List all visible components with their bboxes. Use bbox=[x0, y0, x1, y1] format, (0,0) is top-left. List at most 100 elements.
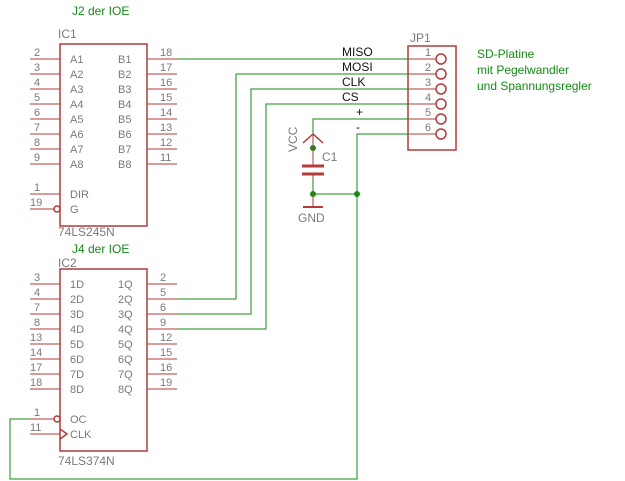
ic2-pin-4d: 84D bbox=[30, 317, 84, 336]
ic2-pin-4q: 9 4Q bbox=[118, 317, 177, 336]
jp1-body bbox=[407, 45, 457, 151]
pin-number: 5 bbox=[34, 92, 40, 104]
pin-name: A1 bbox=[70, 54, 83, 66]
pin-name: A2 bbox=[70, 69, 83, 81]
net-label-plus: + bbox=[356, 105, 363, 119]
pin-name: OC bbox=[70, 414, 87, 426]
pin-number: 13 bbox=[160, 122, 172, 134]
sd-label-2: mit Pegelwandler bbox=[477, 63, 569, 77]
wire-clk bbox=[177, 88, 410, 315]
pin-number: 17 bbox=[30, 362, 42, 374]
pin-number: 11 bbox=[30, 422, 41, 434]
wires bbox=[9, 58, 410, 480]
pin-number: 3 bbox=[34, 272, 40, 284]
pin-name: B8 bbox=[118, 159, 131, 171]
pin-name: B1 bbox=[118, 54, 131, 66]
j2-label: J2 der IOE bbox=[72, 4, 129, 18]
ic1-pin-a8: 9A8 bbox=[30, 152, 83, 171]
pin-name: 6D bbox=[70, 354, 84, 366]
pin-number: 19 bbox=[30, 197, 42, 209]
pin-name: 4Q bbox=[118, 324, 133, 336]
pin-name: B3 bbox=[118, 84, 131, 96]
pin-name: DIR bbox=[70, 189, 89, 201]
pin-number: 9 bbox=[34, 152, 40, 164]
pin-number: 12 bbox=[160, 332, 172, 344]
inversion-bubble bbox=[53, 415, 61, 423]
pin-number: 6 bbox=[160, 302, 166, 314]
ic2-pin-5d: 13 5D bbox=[30, 332, 84, 351]
clock-symbol bbox=[59, 428, 69, 440]
pin-number: 14 bbox=[160, 107, 172, 119]
ic1-pin-g: 19G bbox=[30, 197, 79, 216]
pin-number: 2 bbox=[34, 47, 40, 59]
wire-c1-gnd bbox=[312, 178, 357, 195]
pin-socket bbox=[435, 83, 447, 95]
pin-name: B5 bbox=[118, 114, 131, 126]
pin-name: 1D bbox=[70, 279, 84, 291]
jp1-pin-1: 1 bbox=[410, 47, 447, 65]
pin-name: 4D bbox=[70, 324, 84, 336]
jp1-name: JP1 bbox=[410, 31, 431, 45]
pin-number: 5 bbox=[425, 107, 431, 119]
pin-name: 5D bbox=[70, 339, 84, 351]
ic1-pin-a7: 8A7 bbox=[30, 137, 83, 156]
jp1: JP1 1 2 3 4 5 6 bbox=[407, 31, 457, 151]
jp1-pin-5: 5 bbox=[410, 107, 447, 125]
ic2-pin-6d: 14 6D bbox=[30, 347, 84, 366]
pin-number: 4 bbox=[34, 77, 40, 89]
pin-name: 5Q bbox=[118, 339, 133, 351]
ic2-pin-2q: 52Q bbox=[118, 287, 177, 306]
pin-name: 8Q bbox=[118, 384, 133, 396]
vcc-label: VCC bbox=[286, 126, 300, 152]
ic2-pin-8d: 18 8D bbox=[30, 377, 84, 396]
pin-number: 3 bbox=[425, 77, 431, 89]
pin-name: CLK bbox=[70, 429, 92, 441]
pin-name: 8D bbox=[70, 384, 84, 396]
pin-number: 6 bbox=[34, 107, 40, 119]
pin-number: 9 bbox=[160, 317, 166, 329]
ic1-pin-a6: 7A6 bbox=[30, 122, 83, 141]
pin-number: 18 bbox=[30, 377, 42, 389]
pin-number: 2 bbox=[160, 272, 166, 284]
pin-number: 3 bbox=[34, 62, 40, 74]
ic1-pin-a4: 5A4 bbox=[30, 92, 83, 111]
sd-label-3: und Spannungsregler bbox=[477, 79, 592, 93]
pin-socket bbox=[435, 128, 447, 140]
ic2-name: IC2 bbox=[58, 256, 77, 270]
pin-number: 2 bbox=[425, 62, 431, 74]
pin-number: 1 bbox=[34, 407, 40, 419]
pin-name: A5 bbox=[70, 114, 83, 126]
pin-number: 4 bbox=[425, 92, 431, 104]
ic1-pin-a3: 4A3 bbox=[30, 77, 83, 96]
pin-number: 17 bbox=[160, 62, 172, 74]
ic2-pin-3d: 73D bbox=[30, 302, 84, 321]
pin-number: 13 bbox=[30, 332, 42, 344]
ic2-pin-3q: 63Q bbox=[118, 302, 177, 321]
gnd-label: GND bbox=[298, 211, 325, 225]
pin-name: A4 bbox=[70, 99, 83, 111]
net-label-miso: MISO bbox=[342, 45, 373, 59]
pin-name: 1Q bbox=[118, 279, 133, 291]
jp1-pin-6: 6 bbox=[410, 122, 447, 140]
pin-socket bbox=[435, 113, 447, 125]
pin-name: B4 bbox=[118, 99, 131, 111]
pin-number: 4 bbox=[34, 287, 40, 299]
ic1-pin-a1: 2A1 bbox=[30, 47, 83, 66]
ic2-value: 74LS374N bbox=[58, 454, 115, 468]
net-label-mosi: MOSI bbox=[342, 60, 373, 74]
pin-number: 14 bbox=[30, 347, 42, 359]
ic1-value: 74LS245N bbox=[58, 225, 115, 239]
pin-socket bbox=[435, 53, 447, 65]
vcc-symbol: VCC bbox=[286, 126, 324, 152]
pin-name: B6 bbox=[118, 129, 131, 141]
ic2-pin-1d: 3 1D bbox=[30, 272, 84, 291]
wire-cs bbox=[177, 103, 410, 330]
